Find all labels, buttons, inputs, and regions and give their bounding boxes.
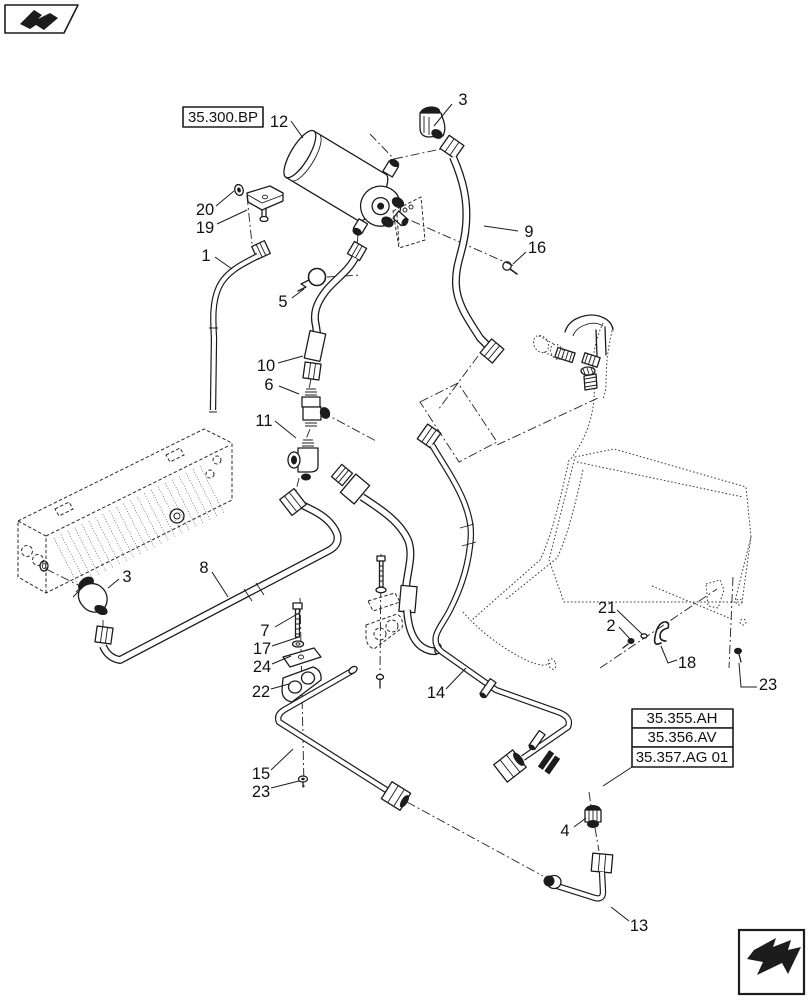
centerline-guides <box>45 133 735 877</box>
callout-23-left: 23 <box>252 783 270 801</box>
part-24-plate <box>282 647 322 668</box>
oil-cooler-phantom <box>17 428 233 594</box>
callout-19: 19 <box>196 219 214 237</box>
part-4-fitting <box>584 805 602 828</box>
ref-box-35-300-BP[interactable]: 35.300.BP <box>182 106 264 128</box>
ref-box-row-1[interactable]: 35.355.AH <box>647 710 718 727</box>
part-3-elbow-top <box>419 106 465 160</box>
part-9-hose <box>449 155 505 364</box>
callout-10: 10 <box>257 357 275 375</box>
part-8-cooler-tube <box>99 487 342 664</box>
part-17-washer <box>291 640 305 648</box>
callout-11: 11 <box>255 412 272 430</box>
hydraulic-tank-phantom <box>462 314 752 670</box>
callout-23-right: 23 <box>759 676 777 694</box>
callout-9: 9 <box>524 223 533 241</box>
callout-3-top: 3 <box>458 91 467 109</box>
prev-page-arrow-icon <box>20 10 58 30</box>
prev-page-button[interactable] <box>4 4 79 34</box>
callout-22: 22 <box>252 683 270 701</box>
ref-box-row-3[interactable]: 35.357.AG 01 <box>636 749 729 766</box>
filter-bracket-hidden <box>392 196 426 249</box>
callout-20: 20 <box>196 201 214 219</box>
next-page-arrow-icon <box>747 938 801 975</box>
part-12-filter-canister <box>283 129 409 236</box>
callout-24: 24 <box>253 658 271 676</box>
part-22-clamp <box>281 666 322 703</box>
part-23-screw-left <box>297 775 309 788</box>
part-3-elbow-left <box>72 576 114 645</box>
ref-box-row-2[interactable]: 35.356.AV <box>648 729 717 746</box>
callout-7: 7 <box>260 622 269 640</box>
callout-16: 16 <box>528 239 546 257</box>
part-21-washer <box>640 633 648 639</box>
callout-6: 6 <box>264 376 273 394</box>
hidden-clamp-stack <box>365 555 403 689</box>
callout-15: 15 <box>252 765 270 783</box>
callout-12: 12 <box>270 113 288 131</box>
ref-box-filter-label[interactable]: 35.300.BP <box>188 109 258 126</box>
part-20-grommet <box>234 183 244 197</box>
tank-filler-neck <box>532 314 614 391</box>
ref-box-related-sections[interactable]: 35.355.AH 35.356.AV 35.357.AG 01 <box>602 708 734 787</box>
part-6-tee-fitting <box>301 388 331 427</box>
callout-21: 21 <box>598 599 616 617</box>
part-16-bolt <box>502 261 518 275</box>
callout-labels: 12 3 9 16 20 19 1 5 10 6 11 3 8 7 17 24 … <box>122 91 777 935</box>
part-15-tube <box>274 665 412 811</box>
next-page-button[interactable] <box>737 928 806 996</box>
callout-leaders <box>107 103 757 922</box>
callout-3-left: 3 <box>122 568 131 586</box>
callout-17: 17 <box>253 640 271 658</box>
callout-18: 18 <box>678 654 696 672</box>
part-23-screw-right <box>734 647 742 663</box>
part-8-sleeved-hose <box>330 463 442 656</box>
callout-14: 14 <box>427 684 445 702</box>
callout-5: 5 <box>278 293 287 311</box>
part-13-tube <box>543 852 614 902</box>
callout-8: 8 <box>199 559 208 577</box>
part-1-hose <box>209 240 271 413</box>
part-18-clip <box>653 621 670 645</box>
part-11-elbow-fitting <box>287 439 319 481</box>
callout-1: 1 <box>201 247 210 265</box>
callout-2: 2 <box>606 617 615 635</box>
part-19-bracket <box>246 185 284 223</box>
part-14-tube <box>416 423 573 783</box>
callout-13: 13 <box>630 917 648 935</box>
part-5-clip <box>297 267 327 292</box>
part-10-hose <box>302 240 368 381</box>
callout-4: 4 <box>560 822 569 840</box>
part-2-bolt <box>622 638 635 649</box>
